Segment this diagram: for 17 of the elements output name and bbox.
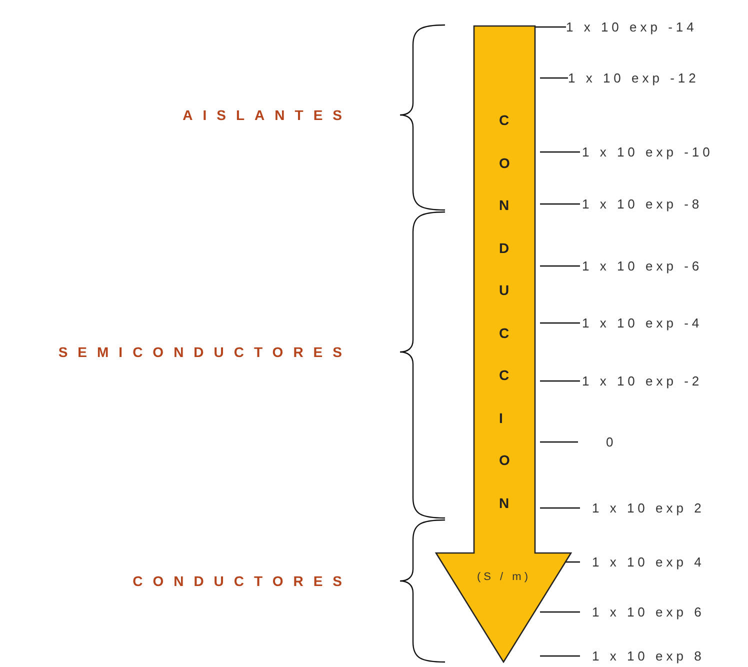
- vertical-arrow-title: CONDUCCION: [499, 111, 513, 512]
- scale-value: 1 x 10 exp 6: [592, 604, 705, 620]
- scale-value: 1 x 10 exp -6: [582, 258, 703, 274]
- scale-value: 1 x 10 exp 4: [592, 554, 705, 570]
- scale-value: 0: [606, 434, 617, 450]
- scale-value: 1 x 10 exp -10: [582, 144, 714, 160]
- scale-value: 1 x 10 exp -8: [582, 196, 703, 212]
- scale-value: 1 x 10 exp 8: [592, 648, 705, 664]
- scale-value: 1 x 10 exp 2: [592, 500, 705, 516]
- category-label: AISLANTES: [182, 107, 352, 123]
- scale-value: 1 x 10 exp -14: [566, 20, 698, 34]
- category-label: SEMICONDUCTORES: [58, 344, 352, 360]
- scale-value: 1 x 10 exp -4: [582, 316, 703, 330]
- scale-value: 1 x 10 exp -2: [582, 374, 703, 388]
- scale-value: 1 x 10 exp -12: [568, 70, 700, 86]
- category-label: CONDUCTORES: [132, 573, 352, 589]
- unit-label: (S / m): [477, 571, 531, 583]
